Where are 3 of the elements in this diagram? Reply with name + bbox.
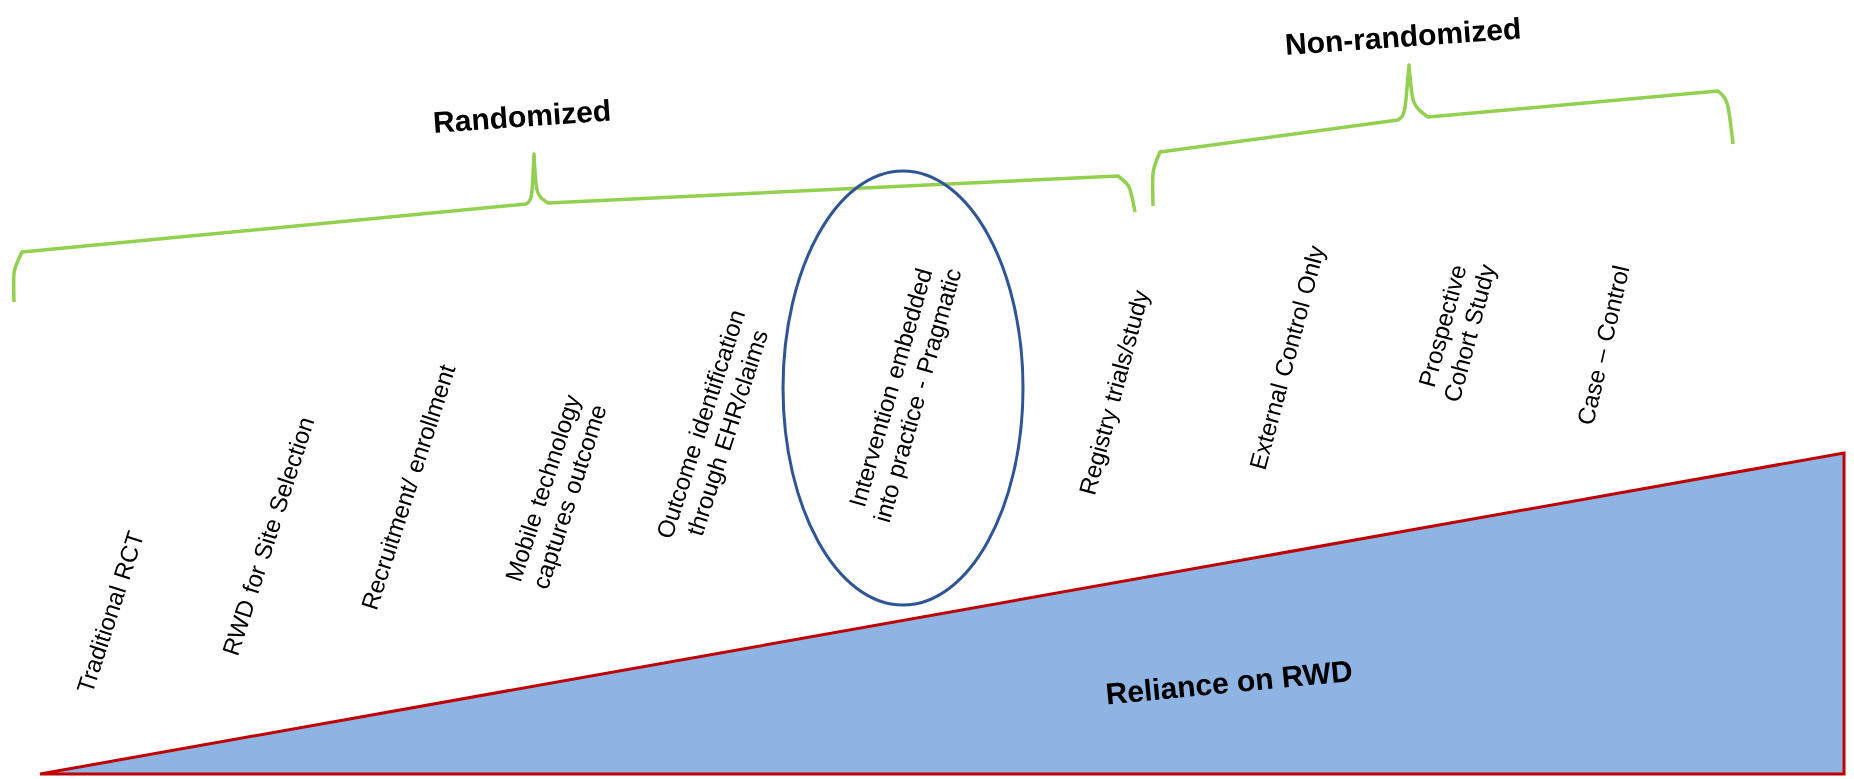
group-heading: Randomized: [434, 98, 610, 133]
group-heading: Non-randomized: [1286, 16, 1520, 55]
study-type-label: Case – Control: [1578, 265, 1630, 424]
